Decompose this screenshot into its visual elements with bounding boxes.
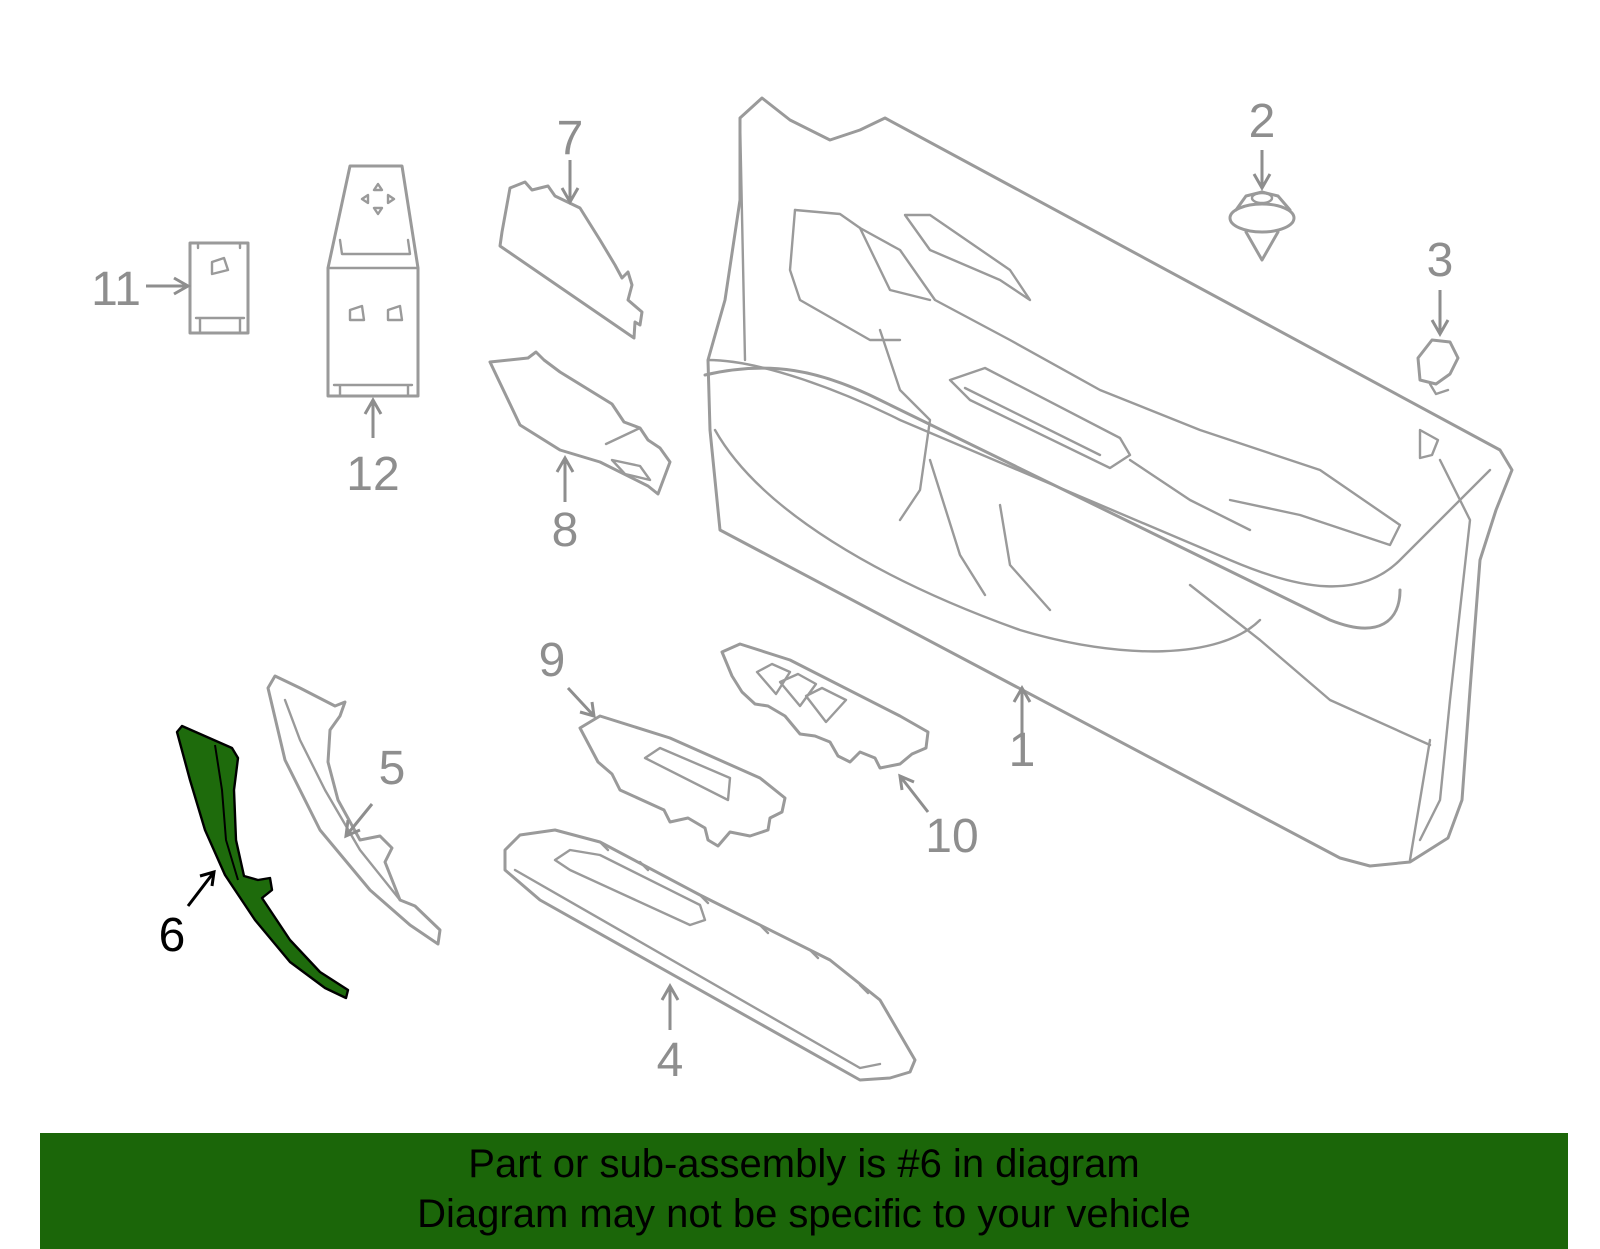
part-3-grommet[interactable]: [1416, 338, 1460, 396]
part-5-handle-trim[interactable]: [266, 674, 442, 946]
callout-11: 11: [91, 263, 141, 316]
info-banner: Part or sub-assembly is #6 in diagram Di…: [40, 1133, 1568, 1249]
callout-12: 12: [346, 448, 399, 501]
part-9-window-switch[interactable]: [578, 714, 787, 848]
callout-5: 5: [379, 742, 406, 795]
banner-background: [40, 1133, 1568, 1249]
part-6-highlighted-trim[interactable]: [175, 724, 350, 1000]
callout-4: 4: [657, 1034, 684, 1087]
callout-10: 10: [925, 810, 978, 863]
callout-9: 9: [539, 634, 566, 687]
banner-line-1: Part or sub-assembly is #6 in diagram: [468, 1142, 1140, 1186]
part-7-trim-cover[interactable]: [498, 180, 644, 340]
callout-1: 1: [1009, 724, 1036, 777]
part-8-switch-bezel[interactable]: [488, 350, 672, 496]
part-4-armrest[interactable]: [503, 828, 917, 1082]
part-10-master-switch[interactable]: [720, 642, 930, 770]
banner-line-2: Diagram may not be specific to your vehi…: [417, 1192, 1191, 1236]
callout-7: 7: [557, 112, 584, 165]
part-11-small-switch[interactable]: [188, 241, 250, 335]
part-2-clip[interactable]: [1228, 190, 1296, 262]
part-12-mirror-switch[interactable]: [326, 164, 420, 398]
callout-2: 2: [1249, 95, 1276, 148]
callout-8: 8: [552, 504, 579, 557]
callout-3: 3: [1427, 234, 1454, 287]
part-1-door-panel[interactable]: [703, 96, 1514, 868]
callout-6: 6: [159, 909, 186, 962]
